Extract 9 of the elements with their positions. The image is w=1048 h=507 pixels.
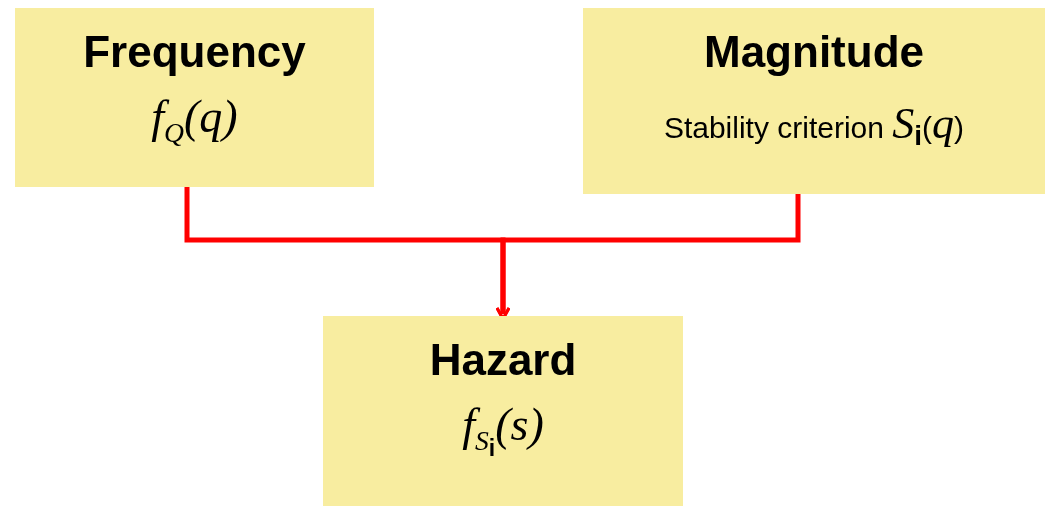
formula: Stability criterion S$_{i}$(q): [663, 98, 965, 153]
box-heading: Frequency: [83, 28, 306, 77]
text-box: [15, 8, 374, 187]
formula: f$_{S}$$_{i}$(s): [462, 398, 544, 463]
formula: f$_{Q}$(q): [151, 90, 238, 150]
box-heading: Hazard: [429, 336, 577, 385]
text-box: [323, 316, 683, 506]
text-box: [583, 8, 1045, 194]
box-heading: Magnitude: [704, 28, 924, 77]
